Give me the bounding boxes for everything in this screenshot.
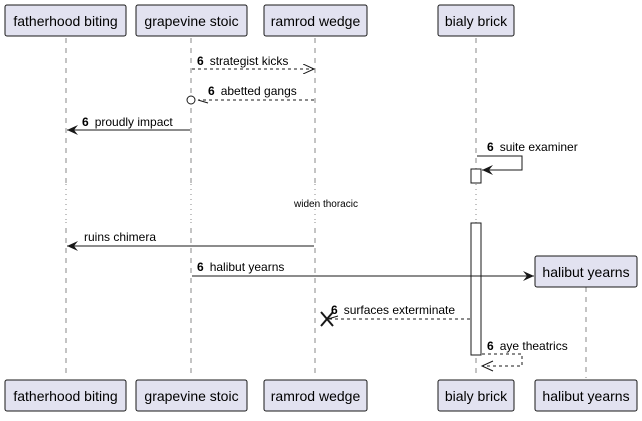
participant-label: fatherhood biting (13, 388, 117, 404)
message-label: proudly impact (95, 115, 174, 129)
destroy-cross-icon (320, 311, 334, 327)
message-label: strategist kicks (210, 54, 289, 68)
participant-label: grapevine stoic (144, 13, 238, 29)
participant-grapevine-stoic-bottom[interactable]: grapevine stoic (135, 379, 248, 412)
message-number: 6 (487, 140, 494, 154)
message-label: ruins chimera (84, 230, 156, 244)
lost-message-circle-icon (186, 95, 196, 105)
message-label: abetted gangs (221, 84, 297, 98)
participant-bialy-brick-bottom[interactable]: bialy brick (437, 379, 515, 412)
message-label: suite examiner (500, 140, 578, 154)
activation-bar-lower (470, 222, 482, 356)
participant-halibut-yearns-bottom[interactable]: halibut yearns (534, 379, 638, 412)
participant-grapevine-stoic[interactable]: grapevine stoic (135, 4, 248, 37)
message-halibut-yearns: 6 halibut yearns (192, 260, 534, 281)
participants-top: fatherhood biting grapevine stoic ramrod… (4, 4, 638, 288)
message-number: 6 (197, 260, 204, 274)
message-label: surfaces exterminate (344, 303, 456, 317)
participant-fatherhood-biting[interactable]: fatherhood biting (4, 4, 127, 37)
participant-ramrod-wedge-bottom[interactable]: ramrod wedge (263, 379, 368, 412)
participant-halibut-yearns-created[interactable]: halibut yearns (534, 255, 638, 288)
participant-label: bialy brick (445, 388, 508, 404)
message-proudly-impact: 6 proudly impact (67, 115, 190, 135)
message-number: 6 (331, 303, 338, 317)
participant-bialy-brick[interactable]: bialy brick (437, 4, 515, 37)
messages: 6 strategist kicks 6 abetted gangs 6 proudl… (67, 54, 578, 372)
participant-label: grapevine stoic (144, 388, 238, 404)
message-abetted-gangs: 6 abetted gangs (186, 84, 314, 105)
message-label: halibut yearns (210, 260, 285, 274)
participant-label: ramrod wedge (271, 388, 361, 404)
message-suite-examiner: 6 suite examiner (477, 140, 578, 175)
message-ruins-chimera: ruins chimera (67, 230, 314, 251)
participant-label: ramrod wedge (271, 13, 361, 29)
svg-text:ruins chimera: ruins chimera (84, 230, 156, 244)
participant-label: bialy brick (445, 13, 508, 29)
message-surfaces-exterminate: 6 surfaces exterminate (320, 303, 470, 327)
participant-label: halibut yearns (542, 264, 629, 280)
message-label: aye theatrics (500, 339, 568, 353)
participant-label: halibut yearns (542, 388, 629, 404)
message-number: 6 (82, 115, 89, 129)
message-number: 6 (487, 339, 494, 353)
message-number: 6 (197, 54, 204, 68)
delay-label: widen thoracic (293, 199, 358, 210)
message-strategist-kicks: 6 strategist kicks (192, 54, 314, 69)
activation-bars (470, 168, 482, 356)
participant-ramrod-wedge[interactable]: ramrod wedge (263, 4, 368, 37)
participants-bottom: fatherhood biting grapevine stoic ramrod… (4, 379, 638, 412)
message-aye-theatrics: 6 aye theatrics (480, 339, 568, 372)
activation-bar-upper (470, 168, 482, 184)
message-number: 6 (208, 84, 215, 98)
participant-label: fatherhood biting (13, 13, 117, 29)
participant-fatherhood-biting-bottom[interactable]: fatherhood biting (4, 379, 127, 412)
delay-gap: widen thoracic (40, 184, 620, 222)
